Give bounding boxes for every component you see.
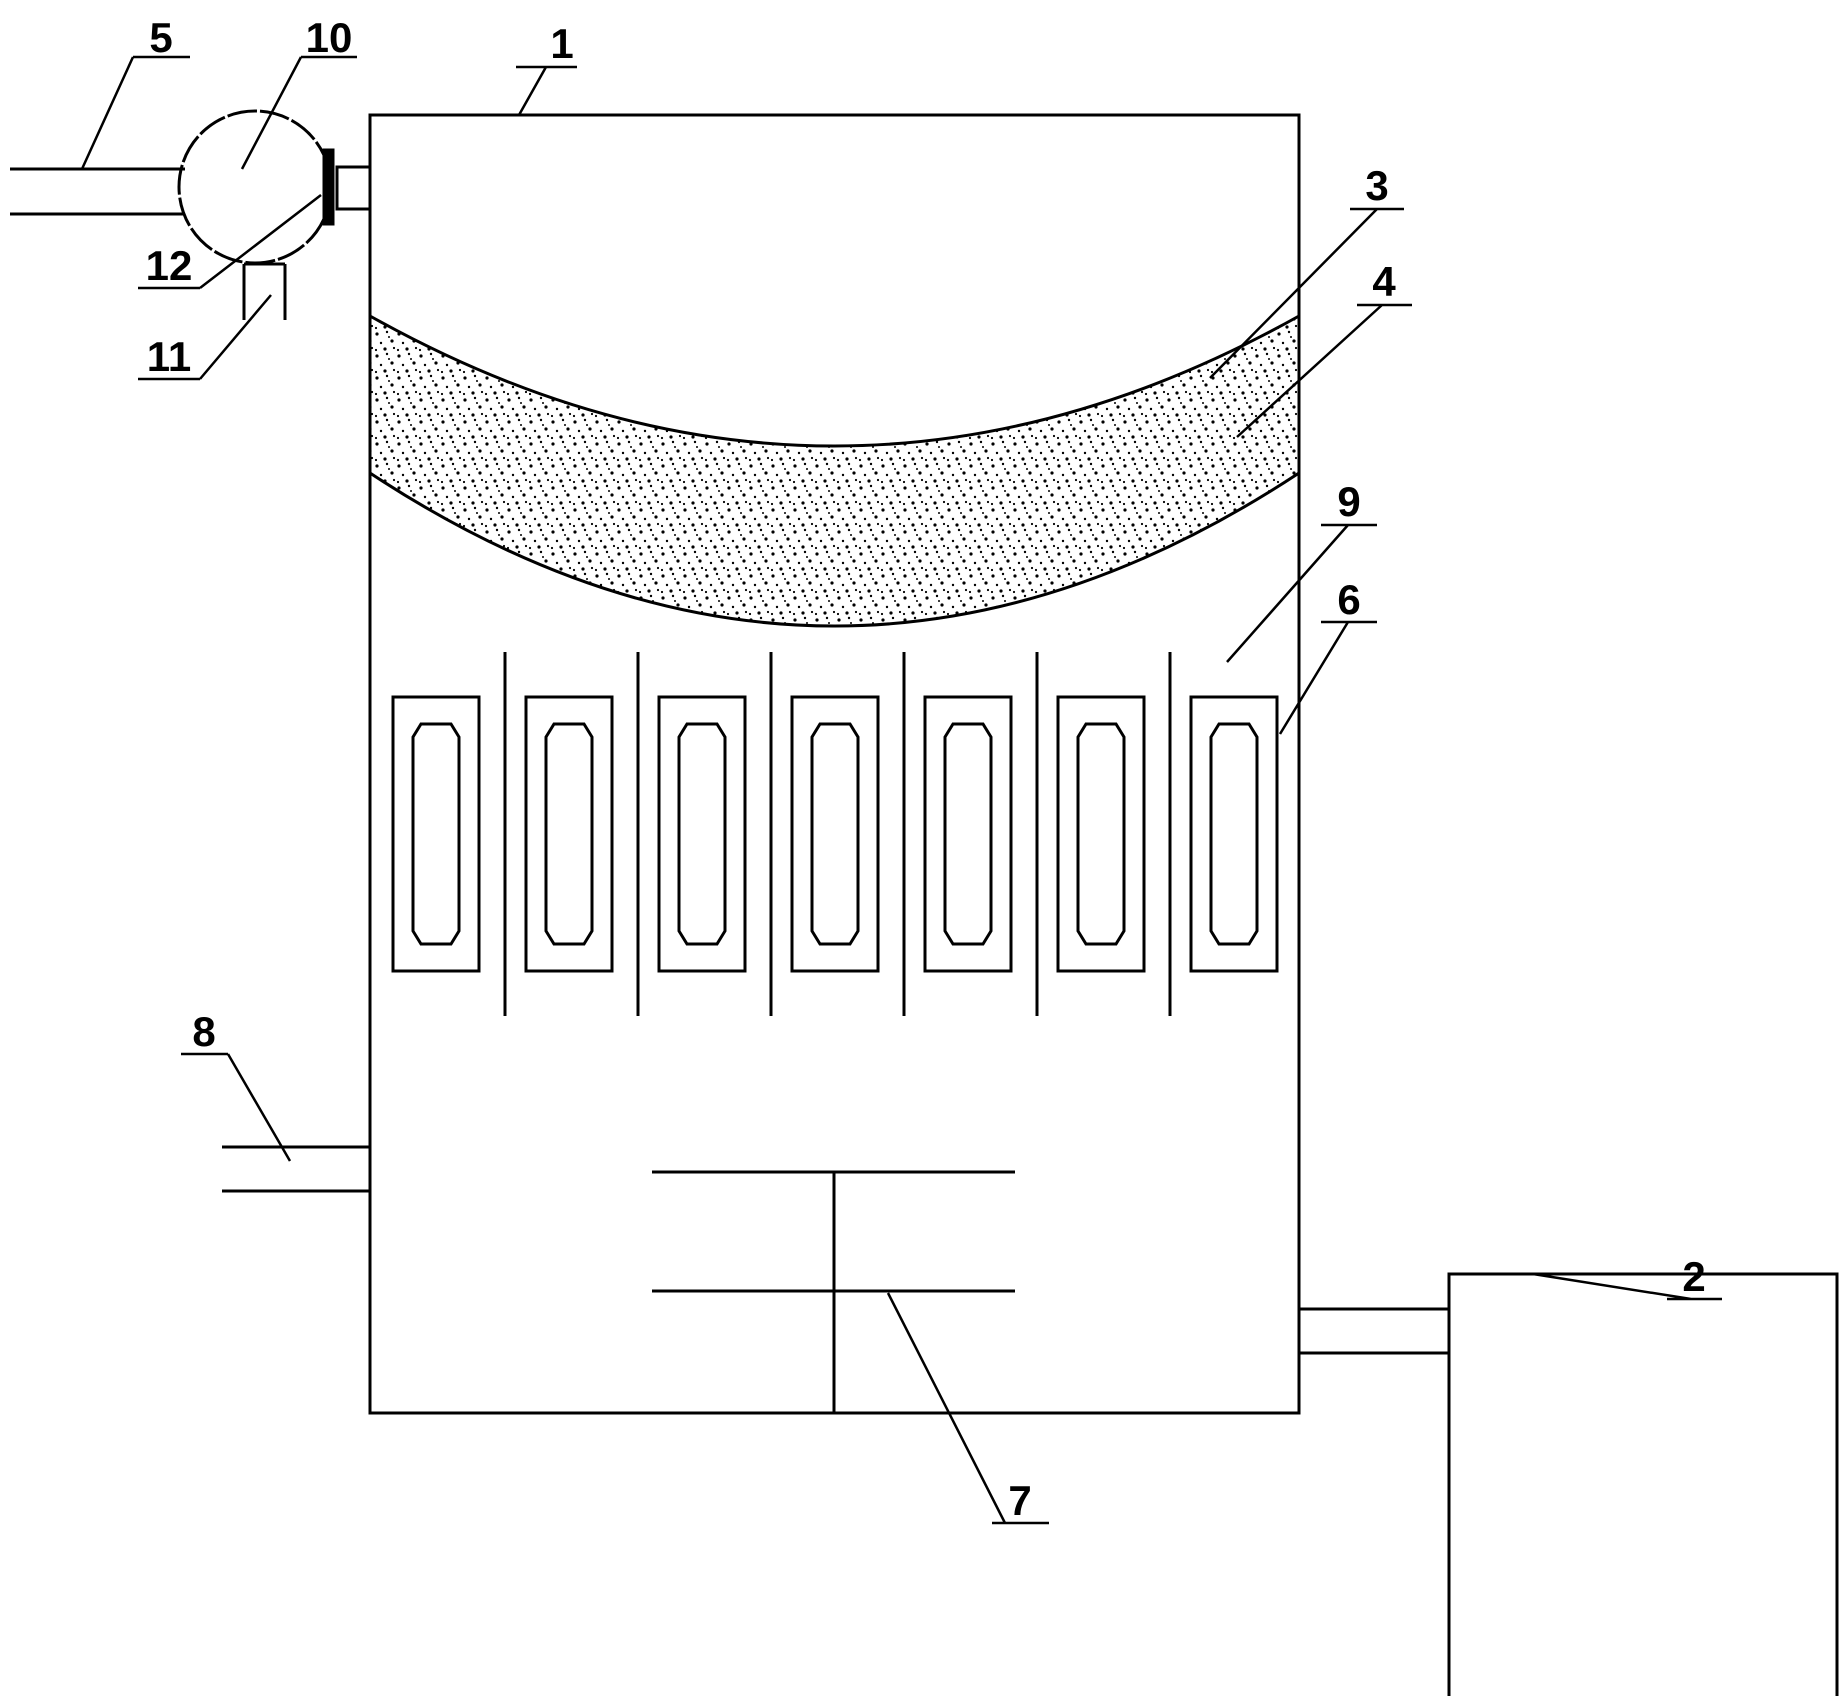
label-2: 2 <box>1682 1253 1705 1300</box>
label-6: 6 <box>1337 576 1360 623</box>
valve-plate <box>322 148 335 226</box>
inlet-chamber <box>177 109 333 265</box>
label-12: 12 <box>146 242 193 289</box>
label-1: 1 <box>550 20 573 67</box>
label-3: 3 <box>1365 162 1388 209</box>
label-7: 7 <box>1008 1477 1031 1524</box>
auxiliary-tank <box>1447 1272 1839 1701</box>
leader-lines <box>80 55 1722 1525</box>
label-5: 5 <box>149 14 172 61</box>
label-10: 10 <box>306 14 353 61</box>
outlet-pipe <box>222 1145 370 1193</box>
inlet-pipe <box>10 167 185 216</box>
callout-labels: 1 2 3 4 5 6 7 8 9 10 11 12 <box>146 14 1706 1524</box>
label-9: 9 <box>1337 478 1360 525</box>
label-4: 4 <box>1372 258 1396 305</box>
filter-layer <box>368 313 1301 628</box>
inlet-nozzle <box>335 165 372 211</box>
label-11: 11 <box>147 333 191 380</box>
stirrer <box>652 1170 1015 1413</box>
drain-spout <box>242 262 287 320</box>
label-8: 8 <box>192 1008 215 1055</box>
heating-elements <box>391 695 1279 973</box>
separator-plates <box>503 652 1172 1016</box>
connecting-pipe <box>1299 1307 1449 1355</box>
